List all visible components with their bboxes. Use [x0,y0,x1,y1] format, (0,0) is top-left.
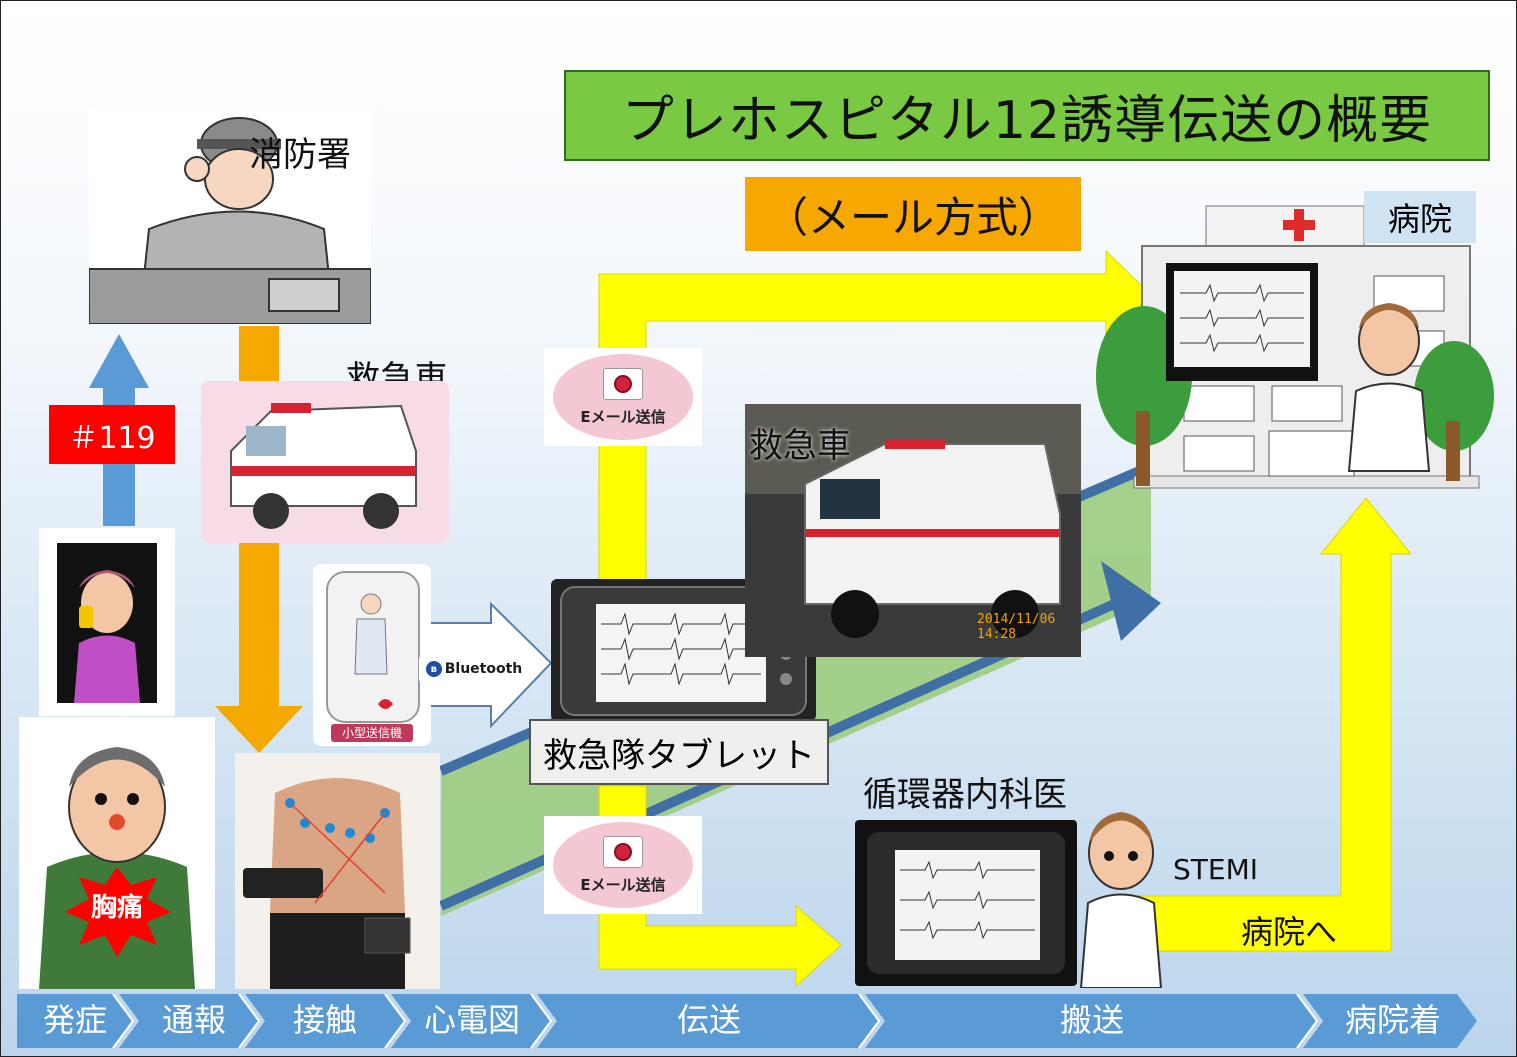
email-icon [603,835,643,868]
dispatcher-icon [88,117,372,325]
hospital-label: 病院 [1364,191,1476,243]
fire-station-illustration: 消防署 [88,109,372,325]
phone-caller-icon [57,543,157,703]
chest-pain-label: 胸痛 [90,893,143,923]
chest-pain-burst [65,867,171,957]
flow-step-onset: 発症 [42,1001,107,1039]
page-title: プレホスピタル12誘導伝送の概要 [564,70,1490,161]
to-hospital-label: 病院へ [1241,913,1338,951]
ambulance-illustration [201,381,449,543]
cardiologist-label: 循環器内科医 [863,775,1067,815]
bluetooth-text: Bluetooth [444,661,523,677]
patient-electrodes-photo [235,753,440,989]
flow-step-transmission: 伝送 [676,1001,741,1039]
flow-step-call: 通報 [161,1001,226,1039]
blue-arrowhead [1101,561,1161,641]
flow-step-transport: 搬送 [1059,1001,1124,1039]
flow-step-contact: 接触 [292,1001,357,1039]
monitor-ecg-icon [1174,271,1310,367]
transmitter-label: 小型送信機 [331,724,413,742]
chest-pain-patient-illustration: 胸痛 [19,717,215,989]
bluetooth-label: ʙ Bluetooth [419,652,529,686]
email-send-bottom-label: Eメール送信 [580,875,666,894]
cardiologist-illustration [1076,798,1166,989]
photo-timestamp: 2014/11/06 14:28 [977,612,1056,642]
stemi-label: STEMI [1173,853,1258,886]
ecg-transmitter: 小型送信機 [313,564,431,746]
ambulance-photo-label: 救急車 [749,426,851,466]
bluetooth-icon: ʙ [425,661,442,677]
cardiologist-tablet-photo [855,820,1077,986]
email-send-top: Eメール送信 [544,348,702,446]
doctor-icon [1079,812,1163,989]
email-send-top-label: Eメール送信 [580,407,666,426]
flow-bar [17,993,1477,1049]
page-subtitle: （メール方式） [745,177,1081,251]
tablet-label: 救急隊タブレット [529,719,829,785]
electrode-patient-icon [243,778,411,989]
ambulance-photo: 救急車 2014/11/06 14:28 [745,404,1081,657]
email-send-bottom: Eメール送信 [544,816,702,914]
hospital-illustration: 病院 [1094,191,1499,491]
patient-icon [39,747,195,989]
cardiologist-ecg-icon [867,832,1065,974]
email-icon [603,367,643,400]
hospital-monitor [1166,263,1318,381]
flow-step-ecg: 心電図 [423,1001,520,1039]
fire-station-label: 消防署 [249,135,351,175]
call-119-box: ＃119 [49,405,175,464]
ambulance-icon [230,403,417,529]
transmitter-icon [326,571,420,723]
ambulance-photo-icon [745,404,1081,657]
caller-illustration [39,528,175,716]
flow-step-arrival: 病院着 [1344,1001,1441,1039]
tablet-photo [551,579,816,721]
tablet-ecg-icon [560,586,807,716]
